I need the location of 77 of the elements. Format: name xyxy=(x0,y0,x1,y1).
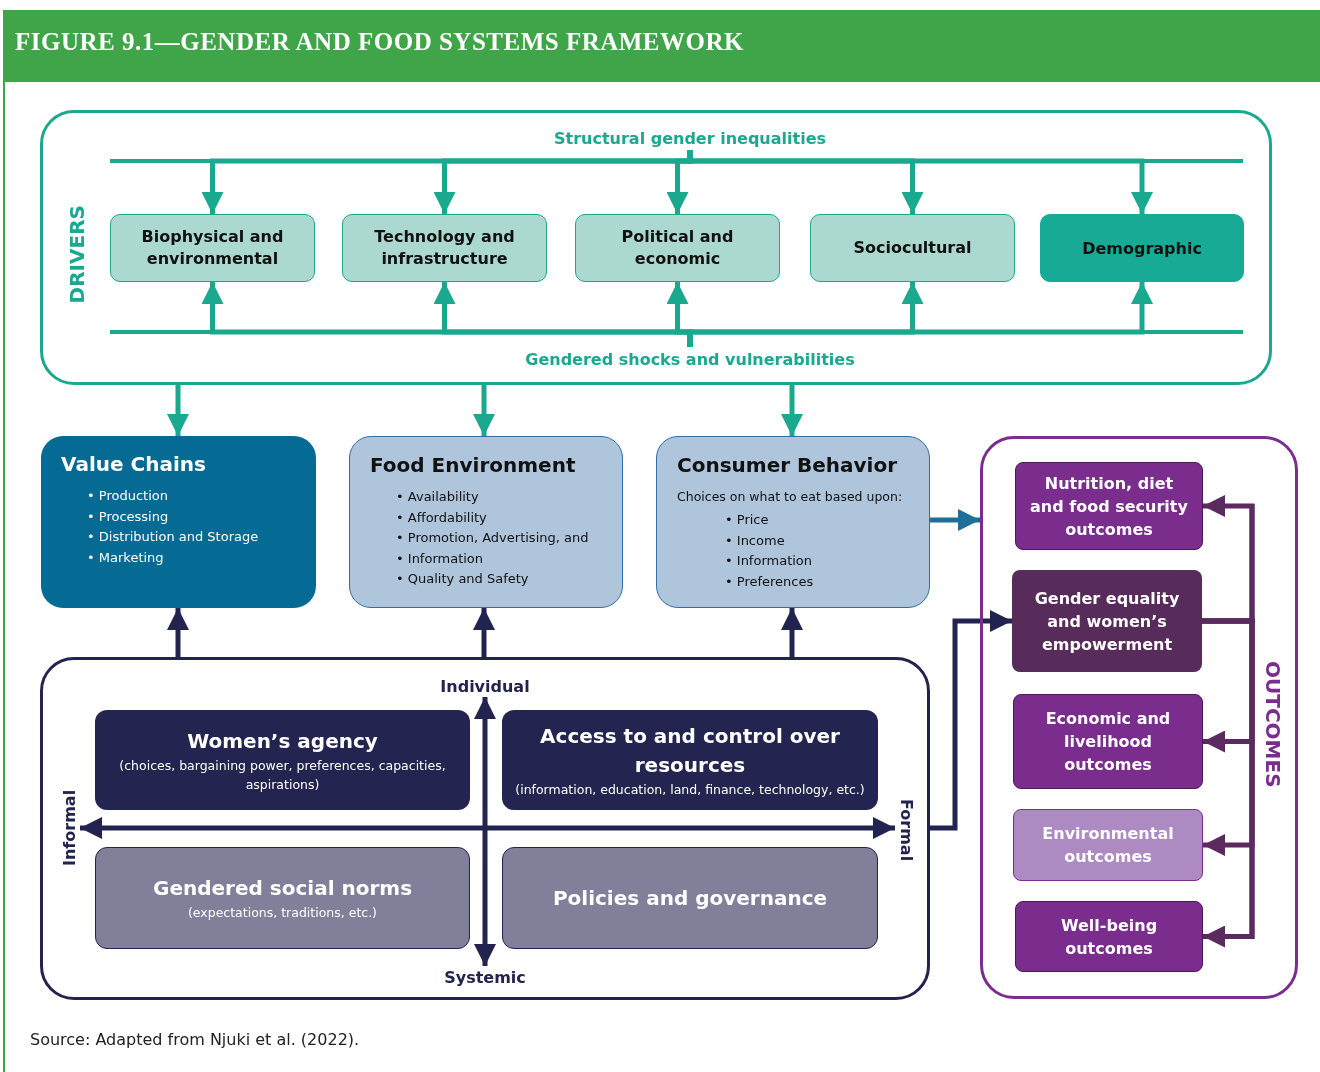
component-card xyxy=(656,436,930,608)
card-text: Choices on what to eat based upon: xyxy=(677,489,904,504)
bullet-item: • Availability xyxy=(396,488,480,506)
quadrant-heading: Women’s agency xyxy=(187,727,378,755)
outcome-box xyxy=(1013,694,1203,789)
arrow xyxy=(687,282,1153,347)
source-caption: Source: Adapted from Njuki et al. (2022). xyxy=(30,1030,360,1049)
bullet-item: • Promotion, Advertising, and xyxy=(396,529,590,547)
arrow xyxy=(474,697,496,966)
arrow xyxy=(167,608,189,657)
box-label: Economic and livelihood outcomes xyxy=(1044,708,1172,776)
bullet-item: • Preferences xyxy=(725,572,815,591)
arrow xyxy=(80,817,895,839)
drivers-panel xyxy=(40,110,1272,385)
box-label: Environmental outcomes xyxy=(1041,823,1175,868)
arrow xyxy=(473,608,495,657)
component-card xyxy=(349,436,623,608)
quadrant-note: (information, education, land, finance, technology, etc.) xyxy=(515,780,865,799)
outcomes-panel xyxy=(980,436,1298,999)
box-label: Nutrition, diet and food security outcomes xyxy=(1029,472,1189,541)
quadrant-box xyxy=(502,847,878,949)
quadrant-box xyxy=(95,710,470,810)
arrow xyxy=(687,150,1153,214)
panel-title: OUTCOMES xyxy=(1261,661,1285,788)
driver-box xyxy=(1040,214,1244,282)
axis-label: Informal xyxy=(58,780,80,876)
quadrant-note: (expectations, traditions, etc.) xyxy=(187,904,377,922)
card-heading: Food Environment xyxy=(370,453,577,477)
arrow xyxy=(473,385,495,436)
quadrant-heading: Gendered social norms xyxy=(152,875,413,902)
bullet-item: • Information xyxy=(725,552,814,570)
quadrant-box xyxy=(502,710,878,810)
bar-label: Structural gender inequalities xyxy=(520,126,860,150)
driver-box xyxy=(810,214,1015,282)
bullet-item: • Income xyxy=(725,531,786,550)
quadrant-note: (choices, bargaining power, preferences, capacities, aspirations) xyxy=(118,756,447,794)
box-label: Gender equality and women’s empowerment xyxy=(1033,587,1181,656)
quadrant-box xyxy=(95,847,470,949)
arrow xyxy=(930,509,980,531)
box-label: Well-being outcomes xyxy=(1059,914,1159,960)
panel-title: DRIVERS xyxy=(65,205,89,304)
arrow xyxy=(781,608,803,657)
bullet-item: • Processing xyxy=(87,507,170,526)
card-heading: Consumer Behavior xyxy=(677,453,899,477)
bar-label: Gendered shocks and vulnerabilities xyxy=(500,347,880,371)
bullet-item: • Quality and Safety xyxy=(396,570,530,588)
figure-title: FIGURE 9.1—GENDER AND FOOD SYSTEMS FRAMEWORK xyxy=(15,28,744,56)
axis-label: Formal xyxy=(895,790,917,870)
bullet-item: • Production xyxy=(87,487,169,505)
axis-label: Systemic xyxy=(440,966,530,988)
driver-box xyxy=(575,214,780,282)
box-label: Demographic xyxy=(1082,238,1202,258)
quadrant-heading: Access to and control over resources xyxy=(539,722,841,779)
outcome-box xyxy=(1012,570,1202,672)
arrow xyxy=(167,385,189,436)
framework-panel xyxy=(40,657,930,1000)
driver-box xyxy=(342,214,547,282)
bullet-item: • Distribution and Storage xyxy=(87,528,260,546)
box-label: Biophysical and environmental xyxy=(140,226,285,270)
box-label: Sociocultural xyxy=(853,237,972,259)
card-heading: Value Chains xyxy=(61,452,207,476)
arrow xyxy=(1202,618,1255,948)
arrow xyxy=(930,610,1012,831)
arrow xyxy=(781,385,803,436)
outcome-box xyxy=(1013,809,1203,881)
driver-box xyxy=(110,214,315,282)
outcome-box xyxy=(1015,462,1203,550)
bullet-item: • Marketing xyxy=(87,548,165,567)
bullet-item: • Information xyxy=(396,549,485,568)
component-card xyxy=(41,436,316,608)
outcome-box xyxy=(1015,901,1203,972)
bullet-item: • Affordability xyxy=(396,508,488,527)
quadrant-heading: Policies and governance xyxy=(552,884,828,912)
box-label: Technology and infrastructure xyxy=(373,226,516,270)
bullet-item: • Price xyxy=(725,511,770,529)
box-label: Political and economic xyxy=(620,226,735,270)
axis-label: Individual xyxy=(440,675,530,697)
